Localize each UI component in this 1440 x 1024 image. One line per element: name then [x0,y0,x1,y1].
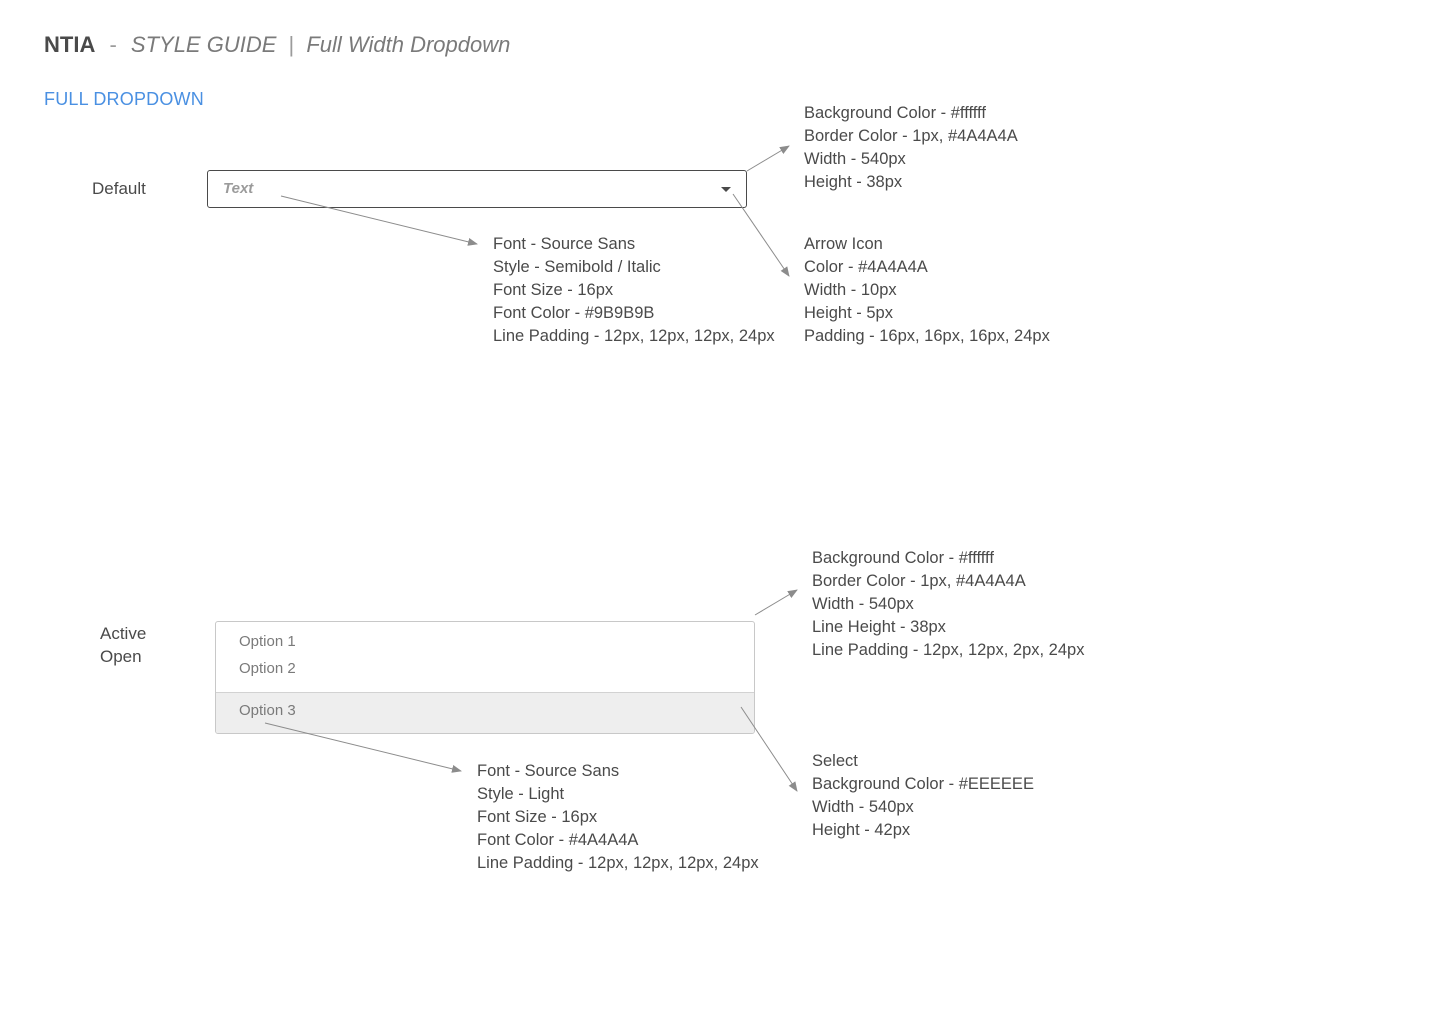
spec-line: Border Color - 1px, #4A4A4A [812,572,1026,590]
dropdown-option[interactable]: Option 1 [216,622,754,657]
brand-name: NTIA [44,32,96,57]
option-label: Option 2 [239,660,296,677]
spec-line: Line Padding - 12px, 12px, 12px, 24px [477,854,759,872]
spec-line: Color - #4A4A4A [804,258,928,276]
spec-line: Border Color - 1px, #4A4A4A [804,127,1018,145]
active-open-label: Active Open [100,622,146,668]
spec-line: Font - Source Sans [477,762,620,780]
spec-line: Font Size - 16px [493,281,614,299]
default-font-spec: Font - Source Sans Style - Semibold / It… [493,233,775,348]
spec-line: Height - 38px [804,173,903,191]
default-dropdown[interactable]: Text [207,170,747,208]
arrow-icon-spec: Arrow Icon Color - #4A4A4A Width - 10px … [804,233,1050,348]
default-label: Default [92,179,146,198]
spec-line: Width - 540px [812,798,914,816]
section-title: FULL DROPDOWN [44,89,204,109]
spec-line: Line Padding - 12px, 12px, 12px, 24px [493,327,775,345]
chevron-down-icon[interactable] [721,187,731,192]
spec-line: Height - 5px [804,304,893,322]
spec-line: Width - 10px [804,281,897,299]
spec-line: Height - 42px [812,821,911,839]
open-box-spec: Background Color - #ffffff Border Color … [812,547,1084,662]
open-label: Open [100,647,142,666]
dropdown-option-selected[interactable]: Option 3 [216,692,754,733]
page-subtitle: Full Width Dropdown [306,32,511,57]
page-header: NTIA - STYLE GUIDE | Full Width Dropdown [44,30,510,60]
header-pipe: | [288,32,295,57]
open-font-spec: Font - Source Sans Style - Light Font Si… [477,760,759,875]
spec-line: Select [812,752,858,770]
select-spec: Select Background Color - #EEEEEE Width … [812,750,1034,842]
option-label: Option 3 [239,702,296,719]
option-label: Option 1 [239,633,296,650]
arrow-to-open-box-spec [754,589,798,616]
spec-line: Font Color - #9B9B9B [493,304,655,322]
spec-line: Style - Semibold / Italic [493,258,661,276]
spec-line: Background Color - #EEEEEE [812,775,1034,793]
spec-line: Arrow Icon [804,235,883,253]
dropdown-option[interactable]: Option 2 [216,657,754,692]
spec-line: Width - 540px [812,595,914,613]
arrow-to-default-box-spec [746,145,790,172]
style-guide-label: STYLE GUIDE [130,32,277,57]
spec-line: Font - Source Sans [493,235,636,253]
spec-line: Font Color - #4A4A4A [477,831,639,849]
header-separator: - [109,32,117,57]
spec-line: Padding - 16px, 16px, 16px, 24px [804,327,1050,345]
spec-line: Line Height - 38px [812,618,946,636]
open-dropdown[interactable]: Option 1 Option 2 Option 3 [215,621,755,734]
spec-line: Background Color - #ffffff [804,104,986,122]
spec-line: Background Color - #ffffff [812,549,994,567]
spec-line: Font Size - 16px [477,808,598,826]
spec-line: Width - 540px [804,150,906,168]
active-label: Active [100,624,147,643]
default-box-spec: Background Color - #ffffff Border Color … [804,102,1018,194]
spec-line: Line Padding - 12px, 12px, 2px, 24px [812,641,1085,659]
spec-line: Style - Light [477,785,565,803]
dropdown-placeholder: Text [223,180,254,197]
